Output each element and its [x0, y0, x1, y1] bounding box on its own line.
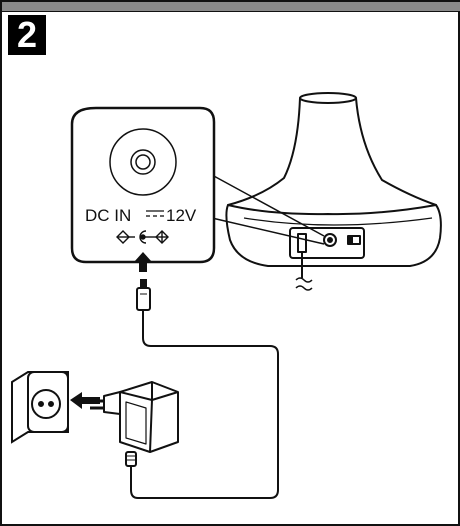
ac-adapter-icon [90, 381, 179, 467]
dc-symbol-icon [146, 210, 164, 217]
step-number-badge: 2 [8, 15, 46, 55]
dc-plug-icon [136, 279, 151, 311]
power-cable [130, 310, 279, 499]
arrow-up-icon [134, 252, 152, 272]
header-bar [2, 2, 460, 12]
dc-jack-callout: DC IN 12V [70, 106, 216, 264]
polarity-symbol-icon [116, 230, 169, 244]
dc-in-label: DC IN [85, 206, 131, 225]
wall-socket-icon [11, 371, 69, 444]
plug-arrow-icon [70, 392, 100, 409]
dc-jack-icon [109, 128, 177, 196]
voltage-label: 12V [166, 206, 197, 225]
callout-leader-lines [211, 174, 325, 245]
base-station-icon [225, 92, 442, 291]
